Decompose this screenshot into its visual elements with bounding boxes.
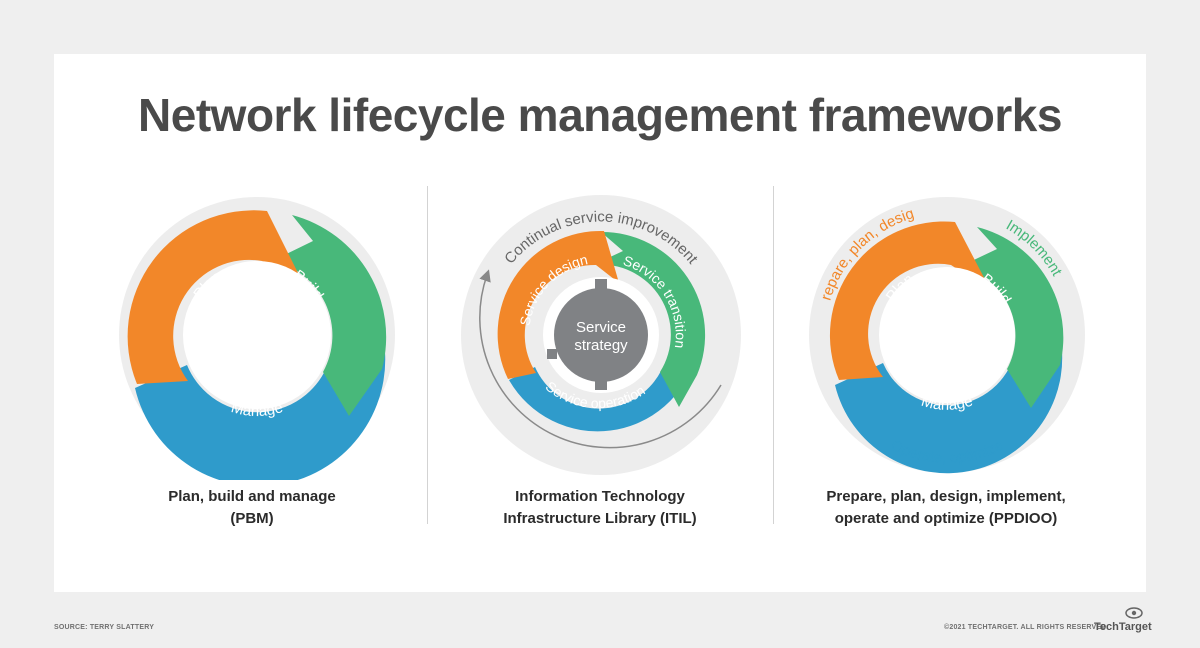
itil-transition-segment (593, 231, 706, 408)
divider-left (427, 186, 428, 524)
itil-caption: Information Technology Infrastructure Li… (450, 486, 750, 530)
pbm-manage-label: Manage (229, 399, 285, 420)
pbm-plan-segment (127, 210, 305, 385)
pbm-caption-line2: (PBM) (230, 510, 274, 527)
copyright-notice: ©2021 TECHTARGET. ALL RIGHTS RESERVED (944, 624, 1107, 631)
source-credit: SOURCE: TERRY SLATTERY (54, 624, 155, 631)
techtarget-eye-icon (1125, 607, 1143, 619)
ppdioo-center-hole (879, 267, 1015, 403)
divider-right (773, 186, 774, 524)
itil-strategy-notch-top (595, 279, 607, 289)
itil-strategy-circle (554, 288, 648, 382)
itil-strategy-line2: strategy (574, 337, 628, 354)
itil-caption-line2: Infrastructure Library (ITIL) (503, 510, 697, 527)
ppdioo-plan-segment (829, 221, 991, 380)
pbm-manage-segment (135, 331, 386, 480)
itil-design-segment (497, 230, 619, 379)
ppdioo-cycle-diagram: Prepare, plan, design Implement Operate,… (809, 197, 1085, 474)
itil-operation-segment (509, 356, 696, 432)
itil-improvement-arrow (479, 269, 722, 449)
pbm-caption: Plan, build and manage (PBM) (102, 486, 402, 530)
techtarget-logo-text: TechTarget (1094, 621, 1152, 633)
ppdioo-caption-line2: operate and optimize (PPDIOO) (834, 510, 1058, 527)
itil-strategy-notch-bottom (595, 380, 607, 390)
ppdioo-caption: Prepare, plan, design, implement, operat… (796, 486, 1096, 530)
ppdioo-manage-segment (835, 331, 1063, 474)
ppdioo-build-segment (959, 227, 1064, 408)
pbm-build-segment (272, 215, 387, 416)
itil-caption-line1: Information Technology (515, 488, 685, 505)
pbm-caption-line1: Plan, build and manage (168, 488, 336, 505)
itil-strategy-line1: Service (576, 319, 626, 336)
itil-cycle-diagram: Service strategy Continual service impro… (461, 195, 741, 475)
ppdioo-caption-line1: Prepare, plan, design, implement, (826, 488, 1066, 505)
page-title: Network lifecycle management frameworks (138, 89, 1062, 141)
ppdioo-manage-label: Manage (919, 393, 975, 414)
pbm-center-hole (183, 261, 331, 409)
itil-strategy-notch-left (547, 349, 557, 359)
pbm-cycle-diagram: Plan Build Manage (119, 197, 395, 480)
